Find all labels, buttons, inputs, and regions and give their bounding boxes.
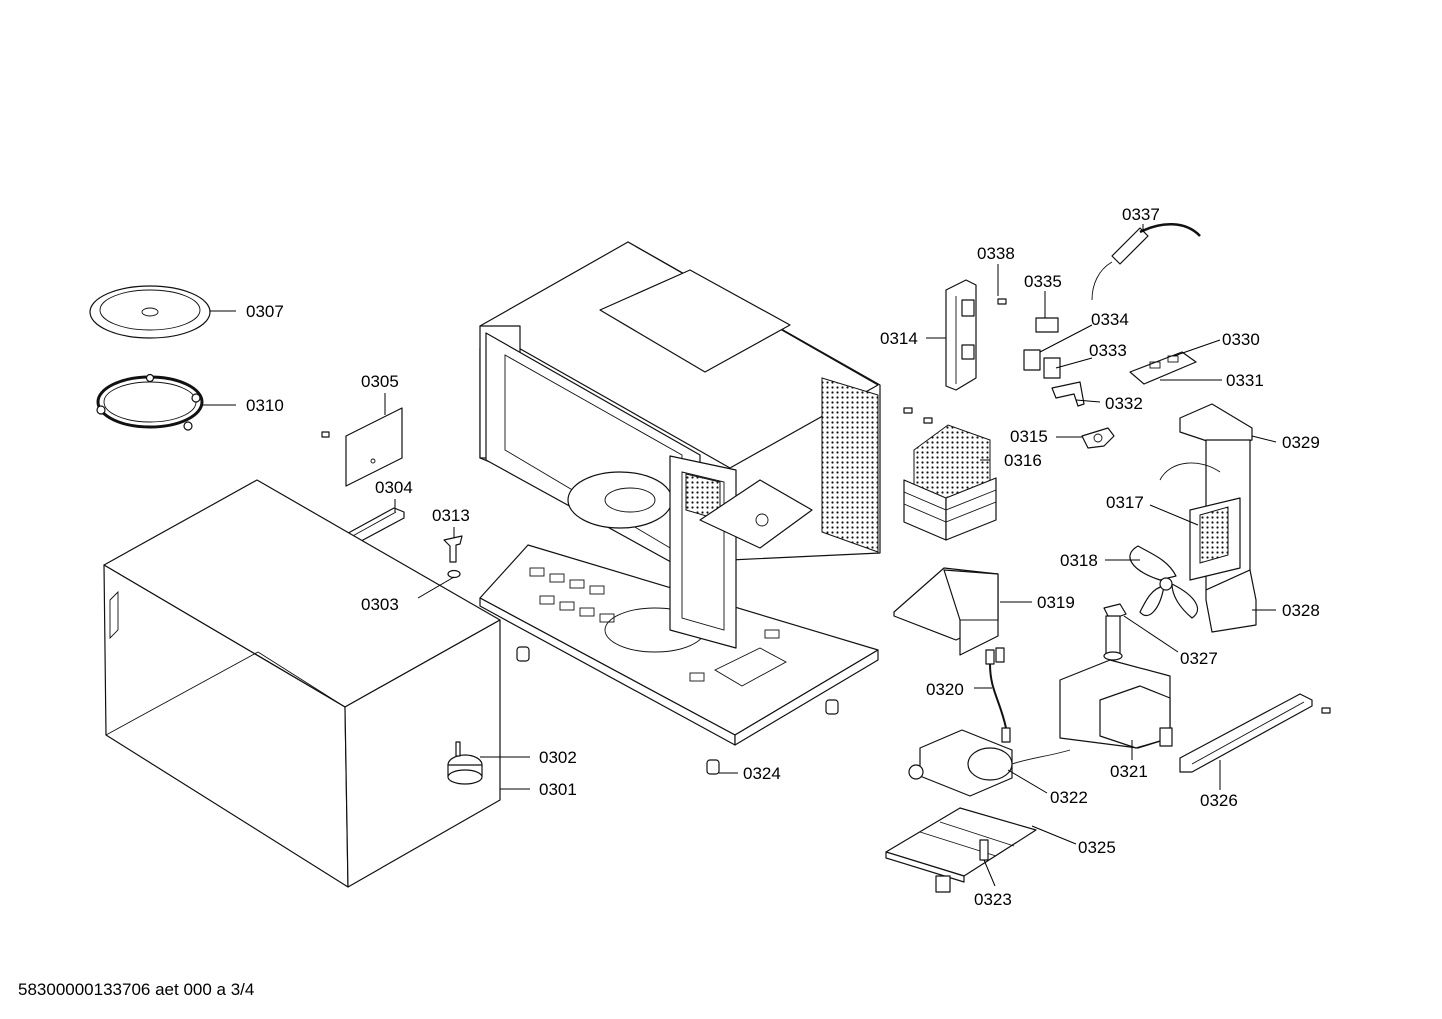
callout-labels: 0307 0310 0305 0304 0313 0303 0302 0301 …: [246, 205, 1320, 909]
fan-housing-drawing: [1159, 403, 1257, 633]
callout-0307: 0307: [246, 302, 284, 321]
document-code: 58300000133706 aet 000 a 3/4: [18, 980, 255, 999]
callout-0331: 0331: [1226, 371, 1264, 390]
waveguide-cover-drawing: [893, 567, 999, 656]
turntable-motor-drawing: [447, 741, 483, 785]
thermal-cutout-drawing: [1081, 427, 1115, 449]
callout-0333: 0333: [1089, 341, 1127, 360]
callout-0303: 0303: [361, 595, 399, 614]
callout-0305: 0305: [361, 372, 399, 391]
callout-0304: 0304: [375, 478, 413, 497]
callout-0325: 0325: [1078, 838, 1116, 857]
outer-casing-drawing: [103, 479, 501, 888]
callout-0322: 0322: [1050, 788, 1088, 807]
turntable-plate-drawing: [89, 285, 211, 339]
fan-blade-drawing: [1129, 545, 1198, 619]
callout-0302: 0302: [539, 748, 577, 767]
wiring-drawing: [985, 647, 1011, 743]
callout-0301: 0301: [539, 780, 577, 799]
callout-0318: 0318: [1060, 551, 1098, 570]
callout-0320: 0320: [926, 680, 964, 699]
callout-0314: 0314: [880, 329, 918, 348]
callout-0328: 0328: [1282, 601, 1320, 620]
transformer-frame-drawing: [885, 807, 1037, 893]
callout-0326: 0326: [1200, 791, 1238, 810]
leader-lines: [202, 224, 1277, 887]
callout-0337: 0337: [1122, 205, 1160, 224]
callout-0335: 0335: [1024, 272, 1062, 291]
magnetron-drawing: [903, 407, 997, 541]
door-switch-bracket-drawing: [945, 279, 1007, 391]
power-cord-drawing: [1091, 223, 1201, 301]
callout-0327: 0327: [1180, 649, 1218, 668]
callout-0321: 0321: [1110, 762, 1148, 781]
callout-0330: 0330: [1222, 330, 1260, 349]
base-tray-drawing: [479, 544, 879, 746]
capacitor-drawing: [1103, 603, 1127, 661]
callout-0334: 0334: [1091, 310, 1129, 329]
callout-0313: 0313: [432, 506, 470, 525]
callout-0338: 0338: [977, 244, 1015, 263]
mounting-rail-drawing: [1179, 693, 1331, 773]
feet-drawing: [516, 646, 839, 775]
transformer-drawing: [908, 729, 1071, 797]
callout-0315: 0315: [1010, 427, 1048, 446]
roller-ring-drawing: [96, 373, 204, 431]
callout-0316: 0316: [1004, 451, 1042, 470]
callout-0332: 0332: [1105, 394, 1143, 413]
coupler-drawing: [443, 535, 463, 579]
high-voltage-bracket-drawing: [1059, 659, 1173, 749]
callout-0319: 0319: [1037, 593, 1075, 612]
callout-0310: 0310: [246, 396, 284, 415]
oven-cavity-drawing: [479, 241, 881, 649]
callout-0329: 0329: [1282, 433, 1320, 452]
callout-0317: 0317: [1106, 493, 1144, 512]
callout-0323: 0323: [974, 890, 1012, 909]
circuit-board-drawing: [1129, 351, 1197, 385]
switches-drawing: [1023, 317, 1085, 407]
cover-plate-drawing: [321, 407, 403, 487]
callout-0324: 0324: [743, 764, 781, 783]
